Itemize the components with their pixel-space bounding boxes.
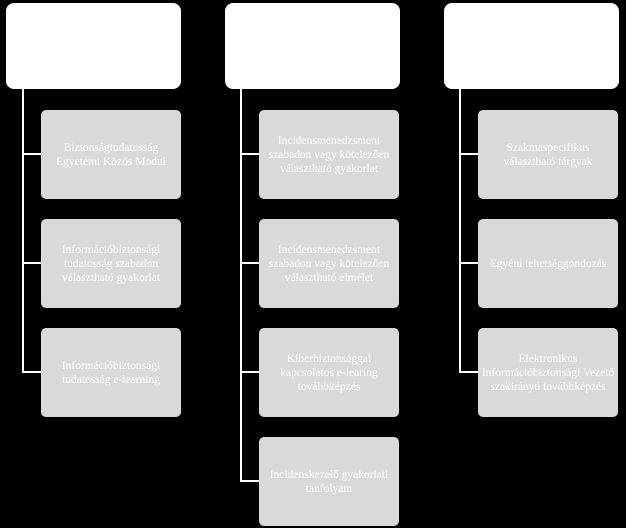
connector-1-3: [22, 371, 41, 373]
connector-1-2: [22, 262, 41, 264]
connector-3-3: [459, 371, 478, 373]
box-egyeni-tehetseggondozas: Egyéni tehetséggondozás: [478, 219, 618, 308]
box-informaciobiztonsagi-gyakorlat: Információbiztonsági tudatosság szabadon…: [41, 219, 181, 308]
box-incidenskezelo-tanfolyam: Incidenskezelő gyakorlati tanfolyam: [259, 437, 399, 526]
connector-2-2: [240, 262, 259, 264]
connector-2-4: [240, 480, 259, 482]
box-biztonsagtudatossag-modul: Biztonságtudatosság Egyetemi Közös Modul: [41, 110, 181, 199]
box-kiberbiztonsag-elearning: Kiberbiztonsággal kapcsolatos e-learing …: [259, 328, 399, 417]
column-1-connector: [22, 89, 24, 373]
box-elektronikus-vezeto-kepzes: Elektronikus Információbiztonsági Vezető…: [478, 328, 618, 417]
connector-1-1: [22, 153, 41, 155]
column-2-header: [225, 3, 400, 89]
connector-3-2: [459, 262, 478, 264]
box-szakmaspecifikus-targyak: Szakmaspecifikus választható tárgyak: [478, 110, 618, 199]
connector-2-3: [240, 371, 259, 373]
column-1-header: [6, 3, 181, 89]
column-3-header: [444, 3, 619, 89]
connector-3-1: [459, 153, 478, 155]
box-incidensmenedzsment-gyakorlat: Incidensmenedzsment szabadon vagy kötele…: [259, 110, 399, 199]
column-3-connector: [459, 89, 461, 373]
connector-2-1: [240, 153, 259, 155]
box-incidensmenedzsment-elmelet: Incidensmenedzsment szabadon vagy kötele…: [259, 219, 399, 308]
box-informaciobiztonsagi-elearning: Információbiztonsági tudatosság e-learni…: [41, 328, 181, 417]
column-2-connector: [240, 89, 242, 482]
